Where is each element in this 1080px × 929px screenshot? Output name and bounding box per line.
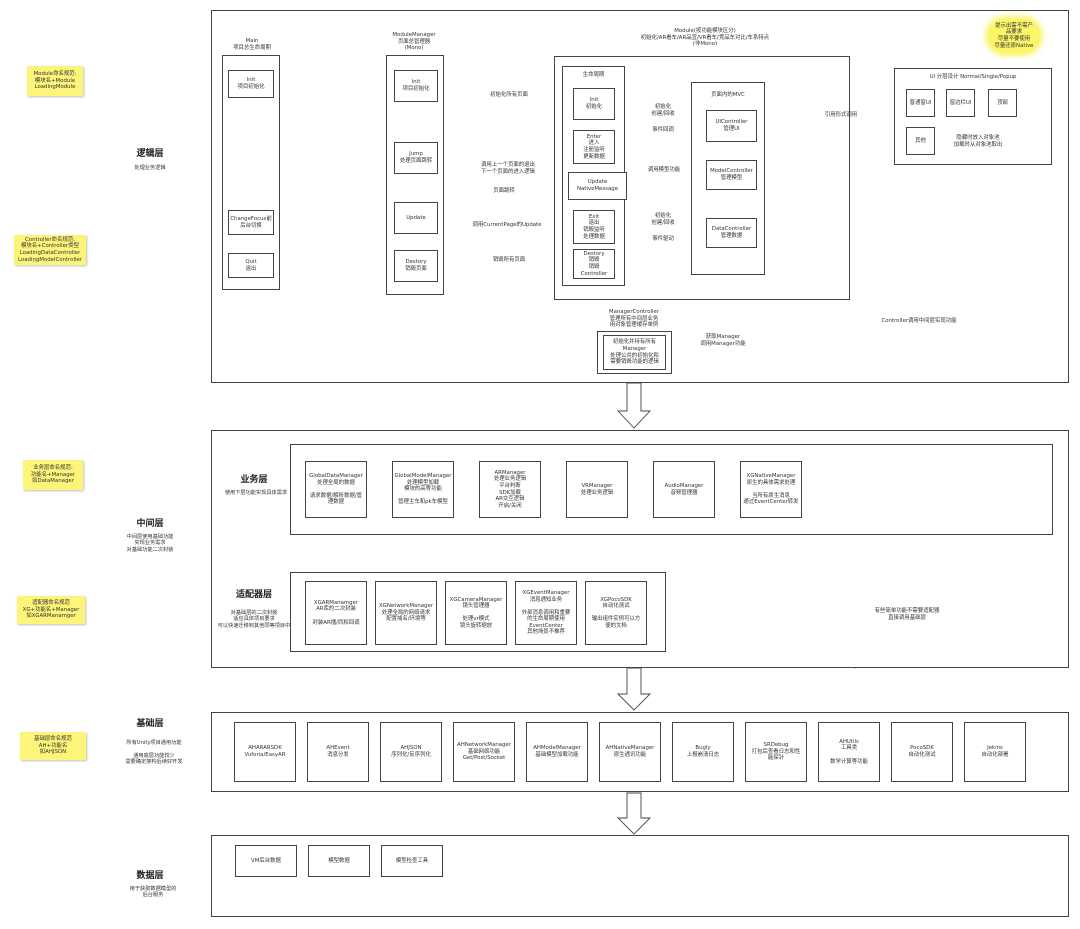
adapter-item-0: XGARManamger AR库的二次封装 封装AR播/同和回调 bbox=[305, 581, 367, 645]
business-item-1: GlobalModelManager 处理模型加载 模块的高等功能 管理主车和p… bbox=[392, 461, 454, 518]
data-layer-desc: 用于获取数据模型的 后台服务 bbox=[129, 886, 177, 899]
lifecycle-title: 生命周期 bbox=[582, 72, 605, 78]
adapter-item-4: XGPocoSDK 自动化测试 输出组件实例可以方 便的文档 bbox=[585, 581, 647, 645]
label-init-create-2: 初始化 创建/回收 bbox=[651, 213, 675, 226]
mm-update-box: Update bbox=[394, 202, 438, 234]
sticky-base-naming: 基础层命名规范 AH+功能名 如AHJSON bbox=[20, 732, 86, 760]
module-init-box: Init 初始化 bbox=[573, 88, 615, 120]
business-item-0: GlobalDataManager 处理全局的数据 请求数据/解析数据/管 理数… bbox=[305, 461, 367, 518]
adapter-item-2: XGCameraManager 镜头管理器 处理vr模式 镜头旋转缩放 bbox=[445, 581, 507, 645]
ui-item-sidebar: 窗边栏UI bbox=[946, 89, 975, 117]
label-call-model: 调用模型功能 bbox=[647, 167, 681, 173]
ui-item-normal: 普通窗UI bbox=[906, 89, 935, 117]
main-title: Main 项目总生命周期 bbox=[233, 38, 271, 51]
label-controller-call: Controller调用中间层实现功能 bbox=[881, 318, 957, 324]
base-item-6: Bugly 上报崩溃日志 bbox=[672, 722, 734, 782]
base-item-4: AHModelManager 基础模型加载功能 bbox=[526, 722, 588, 782]
data-layer-title: 数据层 bbox=[136, 871, 164, 881]
middle-layer-title: 中间层 bbox=[136, 519, 164, 529]
business-layer-desc: 使用下层功能实现具体需求 bbox=[224, 490, 288, 496]
data-item-1: 模型数据 bbox=[308, 845, 370, 877]
adapter-layer-desc: 对基础层的二次封装 适应具体项目要求 可以快速迁移到其他同等项目中 bbox=[217, 610, 291, 629]
logic-layer-title: 逻辑层 bbox=[136, 149, 164, 159]
ui-pool-note: 隐藏时放入对象池 加载时从对象池取出 bbox=[953, 135, 1003, 148]
logic-layer-desc: 处理业务逻辑 bbox=[134, 165, 166, 171]
sticky-controller-naming: Controller命名规范: 模块名+Controller类型 Loading… bbox=[14, 235, 86, 265]
base-item-8: AHUtils 工具类 数学计算等功能 bbox=[818, 722, 880, 782]
base-item-0: AHARARSDK Vuforia/EasyAR bbox=[234, 722, 296, 782]
adapter-item-3: XGEventManager 消息通知业务 外部消息调用和重要 的生命周期使用 … bbox=[515, 581, 577, 645]
mm-init-box: Init 项目初始化 bbox=[394, 70, 438, 102]
manager-controller-title: ManagerController 管理所有中间层业务 用对象管理缓存单例 bbox=[608, 309, 660, 329]
label-destroy-all: 销毁所有页面 bbox=[492, 257, 526, 263]
label-direct-base: 有些简单功能不需要适配器 直接调用基础层 bbox=[874, 608, 940, 621]
mvc-title: 页面内的MVC bbox=[711, 92, 745, 98]
model-controller-box: ModelController 管理模型 bbox=[706, 160, 757, 190]
adapter-layer-title: 适配器层 bbox=[235, 590, 272, 600]
base-item-10: Jekins 自动化部署 bbox=[964, 722, 1026, 782]
sticky-business-naming: 业务层命名规范: 功能名+Manager 如DataManager bbox=[23, 460, 83, 490]
manager-controller-box: 初始化并持有所有 Manager 处理公共的初始化和 需要销毁功能的逻辑 bbox=[603, 335, 666, 370]
label-event-drive: 事件驱动 bbox=[652, 236, 674, 242]
base-item-3: AHNetworkManager 基础网络功能 Get/Post/Socket bbox=[453, 722, 515, 782]
base-item-1: AHEvent 消息分发 bbox=[307, 722, 369, 782]
module-destory-box: Destory 销毁 销毁 Controller bbox=[573, 249, 615, 279]
module-exit-box: Exit 退出 销毁监听 处理数据 bbox=[573, 210, 615, 244]
adapter-item-1: XGNetworkManager 处理全局的网络请求 配置域名/环境等 bbox=[375, 581, 437, 645]
mm-jump-box: Jump 处理页面跳转 bbox=[394, 142, 438, 174]
label-ref-call: 引用形式调用 bbox=[824, 112, 858, 118]
business-item-5: XGNativeManager 原生的具体需求处理 当所有原生消息 通过Even… bbox=[740, 461, 802, 518]
data-item-0: VM后台数据 bbox=[235, 845, 297, 877]
label-init-create-1: 初始化 创建/回收 bbox=[651, 104, 675, 117]
label-page-jump: 页面跳转 bbox=[493, 188, 515, 194]
ui-item-other: 其他 bbox=[906, 127, 935, 155]
ui-item-top: 顶部 bbox=[988, 89, 1017, 117]
base-layer-title: 基础层 bbox=[136, 719, 164, 729]
module-enter-box: Enter 进入 注册监听 更新数据 bbox=[573, 130, 615, 164]
base-item-9: PocoSDK 自动化测试 bbox=[891, 722, 953, 782]
ui-controller-box: UIController 管理UI bbox=[706, 110, 757, 142]
business-item-3: VRManager 处理业务逻辑 bbox=[566, 461, 628, 518]
base-item-5: AHNativeManager 原生通讯功能 bbox=[599, 722, 661, 782]
label-call-update: 调用CurrentPage的Update bbox=[472, 222, 542, 228]
ui-design-title: UI 分层设计 Normal/Single/Popup bbox=[929, 74, 1017, 80]
module-title: Module(按功能模块区分) 初始化/AR看车/AR品宣/VR看车/竞品车对比… bbox=[640, 28, 770, 48]
data-controller-box: DataController 管理数据 bbox=[706, 218, 757, 248]
middle-layer-desc: 中间层使用基础功能 实现业务需求 对基础功能二次封装 bbox=[126, 534, 174, 553]
sticky-module-naming: Module命名规范: 模块名+Module LoadingModule bbox=[27, 66, 83, 96]
module-manager-title: ModuleManager 页面总管理器 (Mono) bbox=[392, 32, 436, 52]
base-layer-desc: 所有Unity项目通用功能 通用底层功能较少 需要确定架构后续好开发 bbox=[125, 740, 183, 766]
business-layer-title: 业务层 bbox=[240, 475, 268, 485]
sticky-adapter-naming: 适配器命名规范 XG+功能名+Manager 如XGARManamger bbox=[17, 596, 85, 624]
label-init-all: 初始化所有页面 bbox=[490, 92, 528, 98]
sticky-native-tip: 提示出需不需产 品要求 尽量不要使用 尽量还原Native bbox=[988, 19, 1040, 53]
mm-destory-box: Destory 销毁页面 bbox=[394, 250, 438, 282]
business-item-4: AudioManager 音频管理器 bbox=[653, 461, 715, 518]
main-init-box: Init 项目初始化 bbox=[228, 70, 274, 98]
module-update-box: Update NativeMessage bbox=[568, 172, 627, 200]
base-item-2: AHJSON 序列化/反序列化 bbox=[380, 722, 442, 782]
label-event-notify: 事件回调 bbox=[652, 127, 674, 133]
main-quit-box: Quit 退出 bbox=[228, 253, 274, 278]
main-changefocus-box: ChangeFocus前 后台切换 bbox=[228, 210, 274, 235]
base-item-7: SRDebug 打包后查看日志和性 能探针 bbox=[745, 722, 807, 782]
label-get-manager: 获取Manager 调用Manager功能 bbox=[700, 334, 746, 347]
label-prev-exit: 调用上一个页面的退出 下一个页面的进入逻辑 bbox=[481, 162, 535, 175]
business-item-2: ARManager 处理业务逻辑 平台判断 SDK加载 AR交互逻辑 开启/关闭 bbox=[479, 461, 541, 518]
data-item-2: 模型检查工具 bbox=[381, 845, 443, 877]
